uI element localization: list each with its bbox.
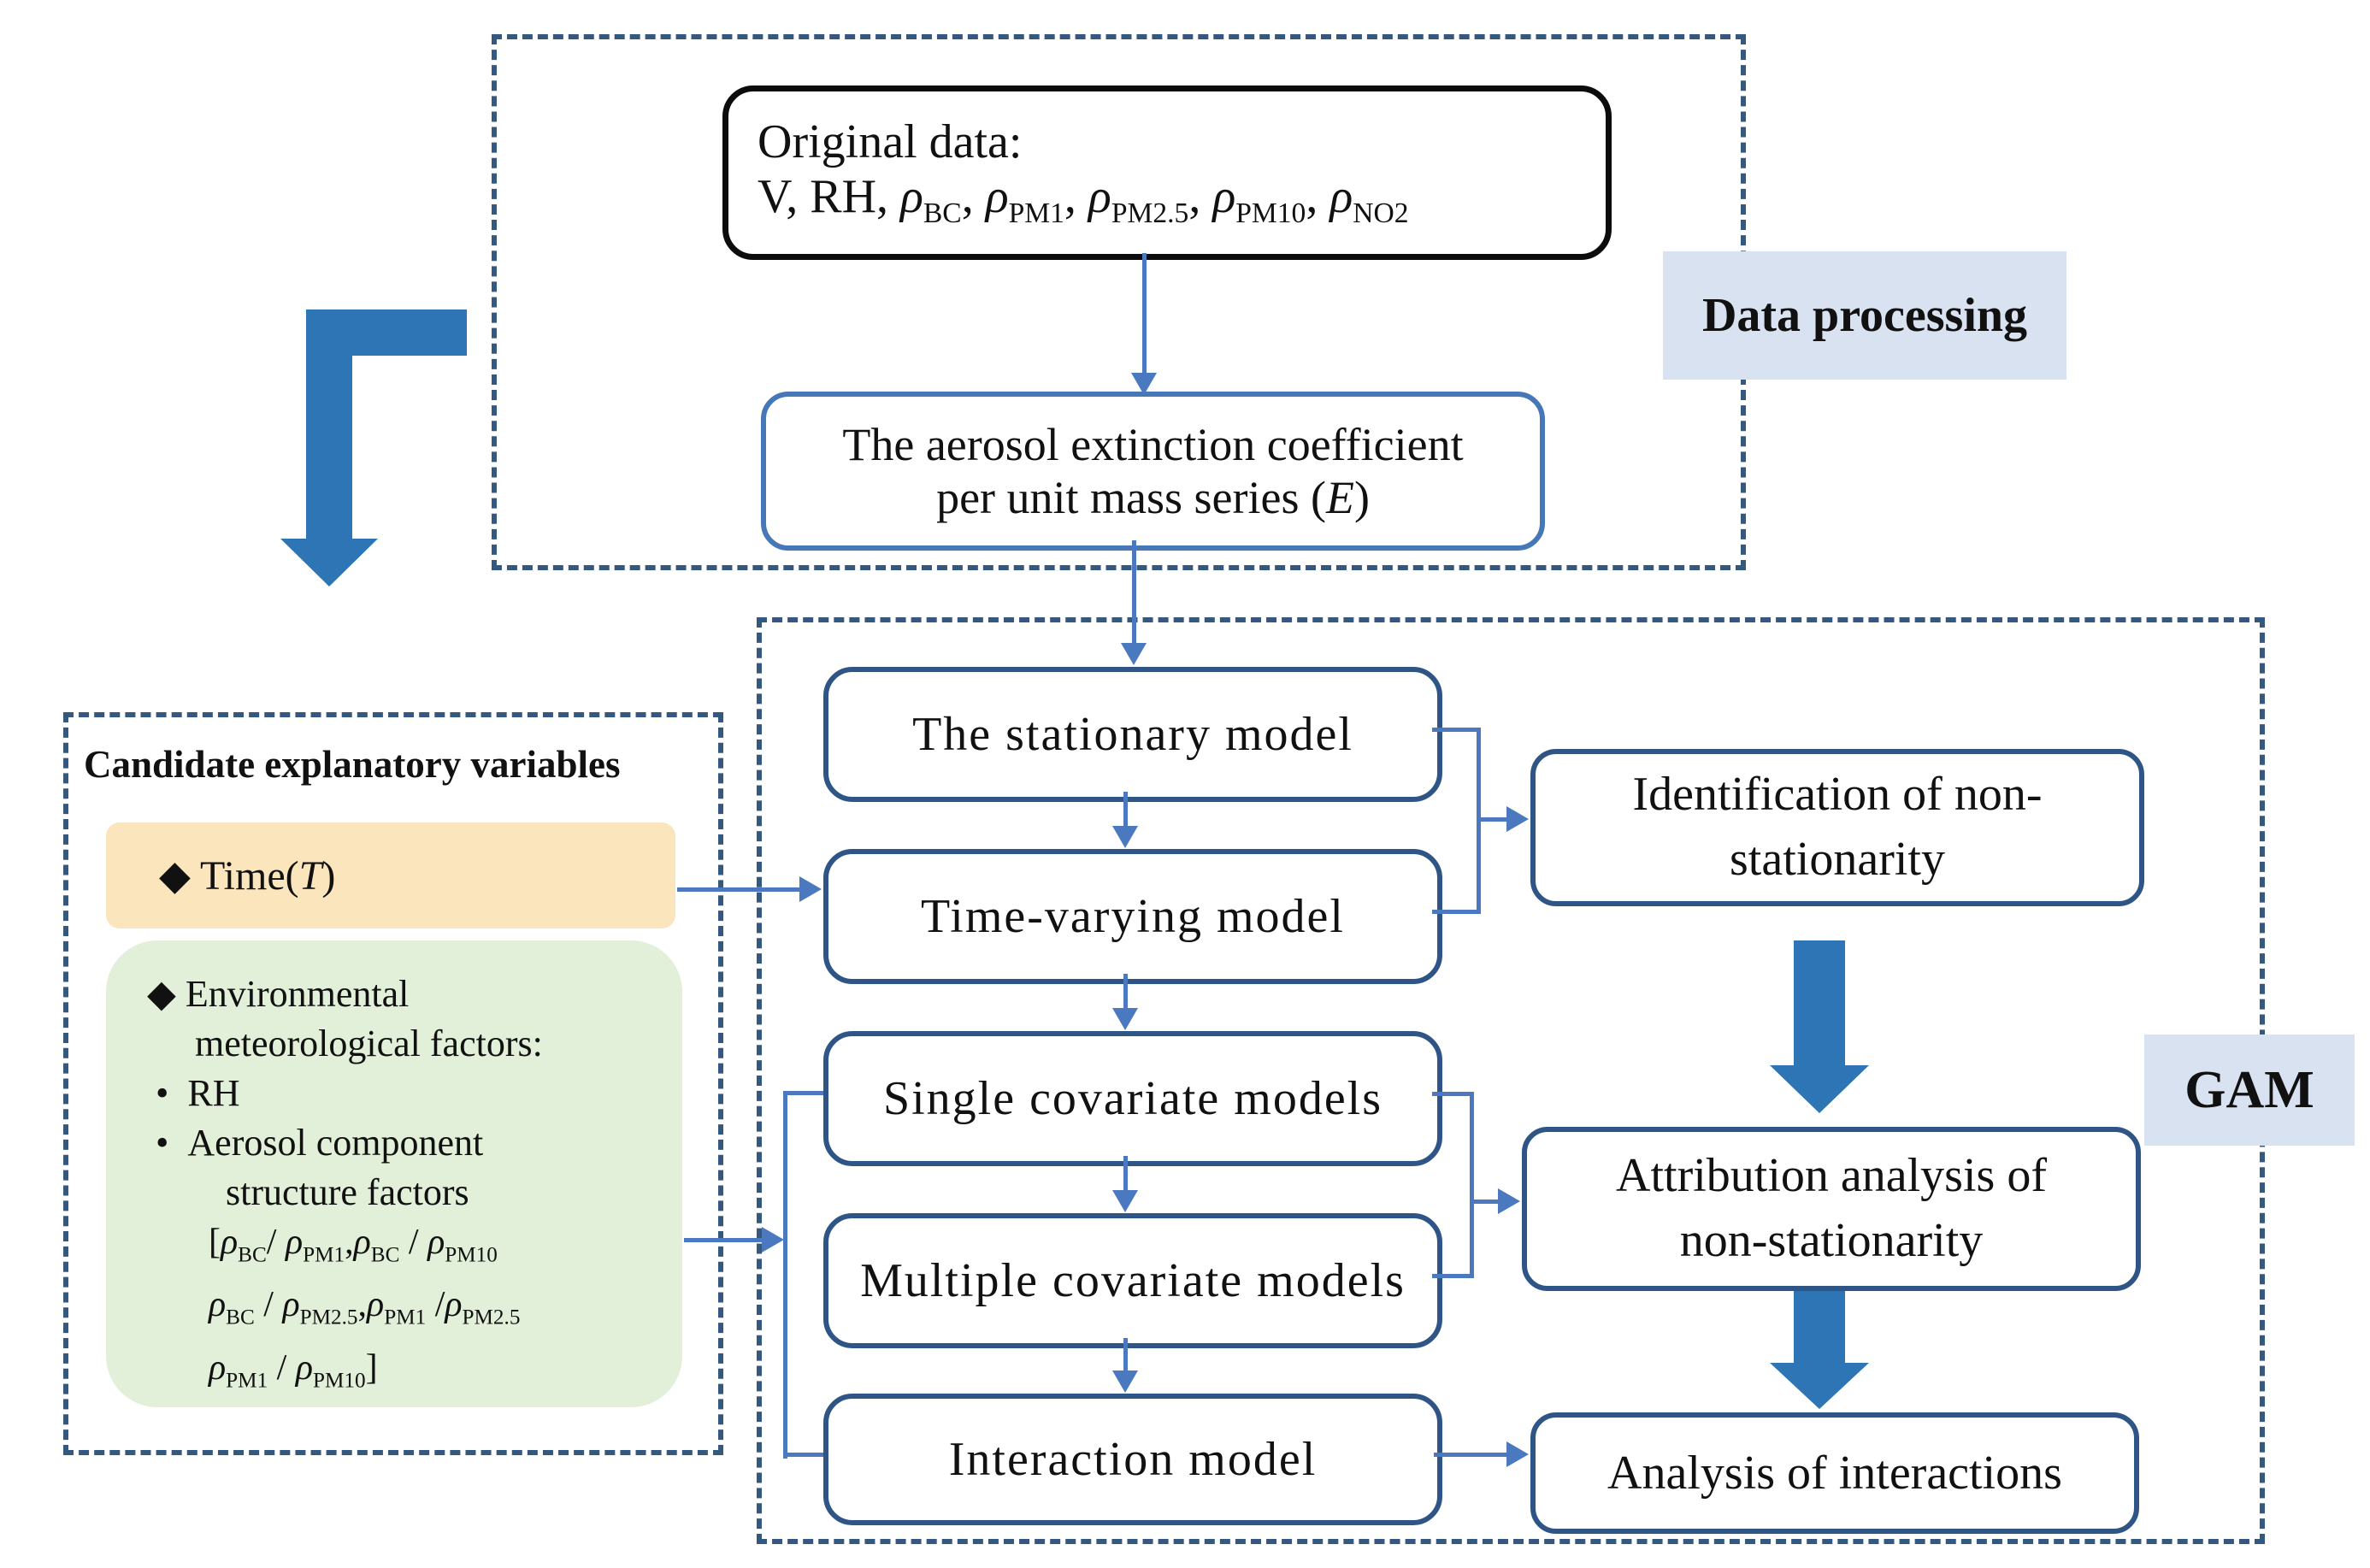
data-processing-label: Data processing bbox=[1663, 251, 2066, 380]
candidate-variables-container bbox=[63, 712, 723, 1455]
bracket1-spur-timevarying bbox=[1432, 910, 1481, 914]
arrow-interaction-to-analysis-head bbox=[1506, 1441, 1529, 1467]
arrow-timevarying-to-single-line bbox=[1123, 974, 1128, 1008]
time-variable-box: ◆ Time(T) bbox=[106, 822, 675, 928]
arrow-env-to-bracket-line bbox=[684, 1238, 762, 1242]
candidate-variables-title: Candidate explanatory variables bbox=[84, 743, 621, 786]
big-arrow-identification-to-attribution-head bbox=[1770, 1065, 1869, 1113]
env-formula-line: [ρBC/ ρPM1,ρBC / ρPM10 bbox=[209, 1223, 498, 1267]
arrow-time-to-timevarying-head bbox=[799, 876, 822, 902]
bracket1-spur-stationary bbox=[1432, 728, 1481, 732]
arrow-stationary-to-timevarying-line bbox=[1123, 792, 1128, 826]
attribution-box: Attribution analysis of non-stationarity bbox=[1522, 1127, 2141, 1291]
env-line: meteorological factors: bbox=[195, 1023, 543, 1064]
bracket2-spur-single bbox=[1432, 1092, 1474, 1096]
multiple-covariate-models-box: Multiple covariate models bbox=[823, 1213, 1442, 1348]
arrow-single-to-multiple-head bbox=[1112, 1190, 1138, 1212]
bracket2-spur-multiple bbox=[1432, 1274, 1474, 1278]
arrow-env-to-bracket-head bbox=[762, 1227, 784, 1253]
environmental-factors-box: ◆ Environmental meteorological factors: … bbox=[106, 940, 682, 1407]
identification-box: Identification of non- stationarity bbox=[1530, 749, 2144, 906]
attribution-line1: Attribution analysis of bbox=[1616, 1149, 2047, 1203]
arrow-stationary-to-timevarying-head bbox=[1112, 826, 1138, 848]
left-bracket-spur-interaction bbox=[783, 1453, 823, 1457]
arrow-original-to-extinction-head bbox=[1131, 373, 1157, 395]
identification-line1: Identification of non- bbox=[1632, 768, 2043, 822]
bracket2-vertical bbox=[1470, 1092, 1474, 1278]
big-arrow-attribution-to-analysis-shaft bbox=[1794, 1291, 1845, 1363]
left-bracket-spur-single bbox=[783, 1091, 823, 1095]
analysis-interactions-box: Analysis of interactions bbox=[1530, 1412, 2139, 1534]
single-covariate-models-box: Single covariate models bbox=[823, 1031, 1442, 1166]
original-data-box: Original data: V, RH, ρBC, ρPM1, ρPM2.5,… bbox=[722, 85, 1612, 260]
elbow-arrow-vertical-bar bbox=[306, 309, 352, 540]
env-formula-line: ρBC / ρPM2.5,ρPM1 /ρPM2.5 bbox=[209, 1285, 521, 1329]
env-formula-line: ρPM1 / ρPM10] bbox=[209, 1347, 378, 1393]
attribution-line2: non-stationarity bbox=[1679, 1214, 1984, 1267]
arrow-timevarying-to-single-head bbox=[1112, 1008, 1138, 1030]
interaction-model-box: Interaction model bbox=[823, 1394, 1442, 1525]
arrow-single-to-multiple-line bbox=[1123, 1156, 1128, 1190]
arrow-extinction-to-stationary-head bbox=[1121, 643, 1147, 665]
bracket2-arrow-head bbox=[1498, 1188, 1520, 1214]
gam-label: GAM bbox=[2144, 1035, 2355, 1146]
extinction-line1: The aerosol extinction coefficient bbox=[842, 419, 1464, 470]
big-arrow-identification-to-attribution-shaft bbox=[1794, 940, 1845, 1065]
extinction-line2: per unit mass series (E) bbox=[936, 472, 1370, 523]
elbow-arrow-head bbox=[280, 539, 378, 587]
arrow-multiple-to-interaction-head bbox=[1112, 1371, 1138, 1393]
bracket1-arrow-line bbox=[1477, 817, 1506, 822]
arrow-interaction-to-analysis-line bbox=[1434, 1453, 1506, 1457]
stationary-model-box: The stationary model bbox=[823, 667, 1442, 802]
arrow-original-to-extinction-line bbox=[1142, 253, 1147, 373]
original-data-line2: V, RH, ρBC, ρPM1, ρPM2.5, ρPM10, ρNO2 bbox=[758, 170, 1409, 230]
env-line: • Aerosol component bbox=[156, 1122, 484, 1164]
env-line: structure factors bbox=[226, 1171, 469, 1213]
arrow-extinction-to-stationary-line bbox=[1132, 540, 1136, 643]
big-arrow-attribution-to-analysis-head bbox=[1770, 1363, 1869, 1409]
bracket2-arrow-line bbox=[1470, 1200, 1498, 1204]
env-line: ◆ Environmental bbox=[147, 973, 410, 1015]
left-bracket-vertical bbox=[783, 1093, 787, 1459]
bracket1-arrow-head bbox=[1506, 806, 1529, 832]
identification-line2: stationarity bbox=[1730, 833, 1945, 886]
arrow-multiple-to-interaction-line bbox=[1123, 1338, 1128, 1371]
extinction-coefficient-box: The aerosol extinction coefficient per u… bbox=[761, 392, 1545, 551]
arrow-time-to-timevarying-line bbox=[677, 887, 799, 892]
time-varying-model-box: Time-varying model bbox=[823, 849, 1442, 984]
env-line: • RH bbox=[156, 1072, 240, 1114]
original-data-line1: Original data: bbox=[758, 115, 1023, 169]
